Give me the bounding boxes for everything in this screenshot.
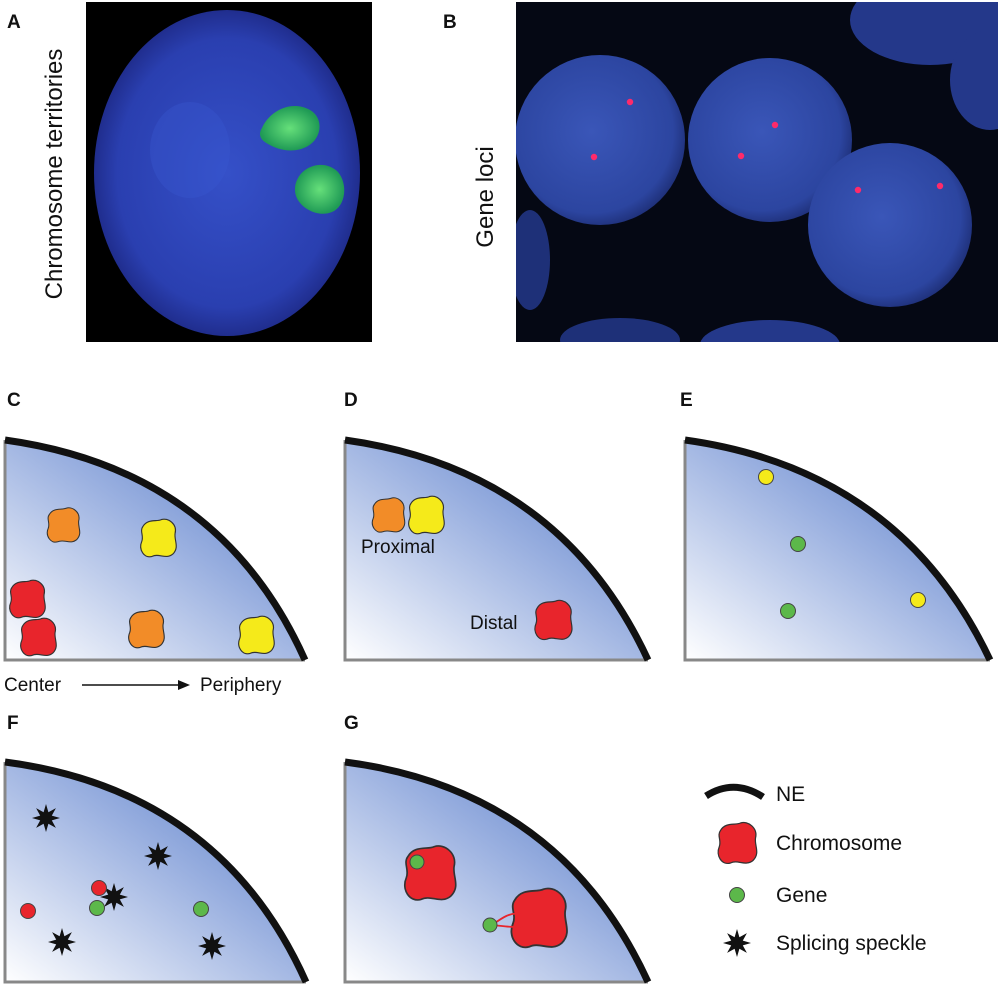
- distal-label: Distal: [470, 613, 518, 634]
- gene-dot-yellow: [910, 592, 926, 608]
- nucleus-cell-partial: [516, 210, 550, 310]
- center-label: Center: [4, 675, 62, 696]
- gene-loci-label: Gene loci: [472, 146, 499, 247]
- panel-g: G: [343, 713, 652, 984]
- splicing-speckle-star: [100, 883, 128, 911]
- gene-dot-green: [409, 854, 425, 870]
- chromosome-orange: [128, 609, 165, 649]
- chromosome-orange: [46, 507, 81, 543]
- nucleus-cell-partial: [560, 318, 680, 342]
- gene-dot-green: [193, 901, 209, 917]
- nuclear-envelope: [344, 436, 652, 662]
- nuclear-envelope: [684, 436, 994, 662]
- legend-gene-symbol: [729, 887, 745, 903]
- panel-a: A Chromosome territories: [7, 2, 372, 342]
- nucleus-cell-partial: [950, 30, 998, 130]
- splicing-speckle-star: [144, 842, 172, 870]
- splicing-speckle-star: [32, 804, 60, 832]
- legend-chromosome-label: Chromosome: [776, 832, 902, 855]
- arrowhead: [178, 680, 190, 690]
- nucleus-quadrant: [685, 440, 990, 660]
- chromosome-red: [534, 599, 573, 641]
- quadrant-axes: [343, 762, 648, 984]
- legend-speckle-label: Splicing speckle: [776, 932, 927, 955]
- nucleus-cell: [688, 58, 852, 222]
- nucleus-cell: [808, 143, 972, 307]
- panel-g-letter: G: [344, 713, 359, 734]
- nuclear-envelope: [4, 436, 309, 662]
- quadrant-axes: [683, 440, 990, 662]
- nucleus-quadrant: [345, 762, 648, 982]
- gene-locus-signal: [936, 182, 944, 190]
- gene-dot-yellow: [758, 469, 774, 485]
- nucleus-cell: [516, 55, 685, 225]
- quadrant-axes: [3, 440, 305, 662]
- gene-locus-signal: [737, 152, 745, 160]
- gene-locus-signal: [626, 98, 634, 106]
- nucleus-cell: [94, 10, 360, 336]
- chromosome-territories-label: Chromosome territories: [41, 49, 68, 300]
- panel-c-letter: C: [7, 390, 21, 411]
- splicing-speckle-star: [723, 929, 751, 957]
- panel-f: F: [3, 713, 310, 984]
- chromosome-territory-2: [294, 164, 345, 214]
- gene-dot-green: [780, 603, 796, 619]
- nucleus-quadrant: [5, 762, 306, 982]
- chromosome-red: [510, 887, 568, 949]
- splicing-speckle-star: [48, 928, 76, 956]
- gene-dot-red: [91, 880, 107, 896]
- splicing-speckle-star: [198, 932, 226, 960]
- panel-b-letter: B: [443, 12, 457, 33]
- legend-gene-label: Gene: [776, 884, 827, 907]
- quadrant-axes: [3, 762, 306, 984]
- chromosome-territory-1: [260, 106, 320, 151]
- gene-dot-green: [482, 917, 498, 933]
- gene-dot-green: [790, 536, 806, 552]
- panel-d-letter: D: [344, 390, 358, 411]
- chromosome-red: [403, 845, 457, 901]
- panel-e: E: [680, 390, 994, 662]
- legend-ne-label: NE: [776, 783, 805, 806]
- nuclear-envelope: [4, 758, 310, 984]
- panel-e-letter: E: [680, 390, 693, 411]
- gene-locus-signal: [771, 121, 779, 129]
- panel-b: B Gene loci: [443, 2, 998, 342]
- legend: NE Chromosome Gene Splicing speckle: [704, 783, 927, 957]
- panel-a-letter: A: [7, 12, 21, 33]
- legend-ne-symbol: [704, 783, 765, 800]
- chromosome-red: [9, 579, 46, 619]
- nucleus-quadrant: [345, 440, 648, 660]
- gene-dot-green: [89, 900, 105, 916]
- chromosome-yellow: [140, 518, 177, 558]
- periphery-label: Periphery: [200, 675, 282, 696]
- legend-speckle-symbol: [723, 929, 751, 957]
- chromosome-yellow: [408, 495, 445, 535]
- panel-d: D Proximal Distal: [343, 390, 652, 662]
- chromosome-red: [20, 617, 57, 657]
- gene-dot-red: [20, 903, 36, 919]
- chromosome-orange: [371, 497, 406, 533]
- nuclear-envelope: [344, 758, 652, 984]
- gene-locus-signal: [590, 153, 598, 161]
- nucleolus-region: [150, 102, 230, 198]
- legend-chromosome-symbol: [717, 821, 758, 865]
- panel-f-letter: F: [7, 713, 19, 734]
- panel-c: C Center Periphery: [3, 390, 309, 696]
- nucleus-cell-partial: [700, 320, 840, 342]
- chromosome-yellow: [238, 615, 275, 655]
- gene-locus-signal: [854, 186, 862, 194]
- proximal-label: Proximal: [361, 537, 435, 558]
- quadrant-axes: [343, 440, 648, 662]
